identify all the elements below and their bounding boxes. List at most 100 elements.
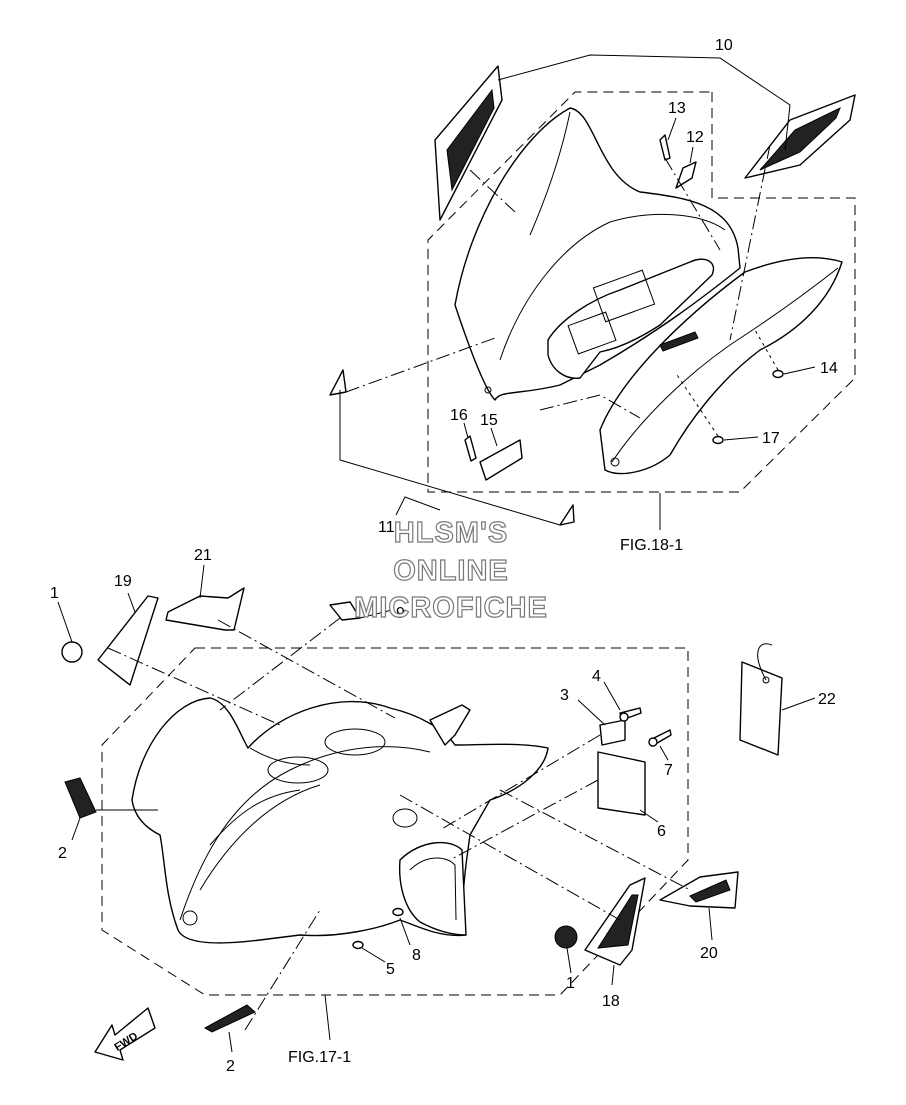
front-fender-edge — [249, 747, 311, 766]
callout-20: 20 — [700, 945, 718, 962]
watermark: HLSM'S ONLINE MICROFICHE — [354, 516, 548, 624]
leader-12 — [689, 146, 694, 164]
decal-10-left-graphic — [446, 88, 495, 192]
bolt-13-link — [664, 157, 721, 251]
side-flap — [429, 704, 471, 746]
headlight-right — [324, 728, 386, 756]
decal-21 — [165, 587, 245, 631]
leader-17 — [723, 436, 759, 441]
leader-15 — [490, 427, 498, 447]
leader-14 — [783, 366, 816, 375]
callout-12: 12 — [686, 129, 704, 146]
decal-10-right-link — [729, 144, 771, 341]
decal-21-link — [217, 619, 396, 719]
decal-19 — [97, 595, 159, 686]
rear-group-boundary — [427, 91, 856, 493]
callout-2-bottom: 2 — [226, 1058, 235, 1075]
leader-18 — [611, 964, 615, 986]
leader-1-top — [57, 601, 73, 643]
reflector-2-left — [64, 777, 97, 819]
tag-22 — [739, 661, 783, 756]
callout-6: 6 — [657, 823, 666, 840]
washer-17-link — [674, 371, 719, 437]
reflector-2-bottom — [203, 1004, 256, 1033]
callout-3: 3 — [560, 687, 569, 704]
wheel-arch-inner — [409, 857, 457, 921]
front-group-boundary — [101, 647, 689, 996]
trim-11-right — [559, 504, 575, 526]
bolt-4-head — [619, 712, 629, 722]
tag-22-string — [757, 643, 773, 681]
callout-19: 19 — [114, 573, 132, 590]
callout-labels: 10 13 12 14 17 16 15 11 FIG.18-1 21 19 1… — [50, 37, 838, 1075]
washer-5 — [352, 940, 364, 950]
callout-2-left: 2 — [58, 845, 67, 862]
trim-11-left — [329, 369, 347, 396]
washer-8 — [392, 907, 404, 917]
leader-7 — [659, 745, 669, 761]
storage-box-inner — [567, 311, 617, 355]
leader-2-bottom — [228, 1031, 233, 1053]
decal-18-link — [399, 794, 621, 921]
decal-9-link — [219, 617, 341, 711]
callout-14: 14 — [820, 360, 838, 377]
leader-19 — [127, 592, 136, 613]
decal-19-link — [107, 647, 281, 726]
fwd-arrow-shape — [94, 1007, 156, 1061]
callout-10: 10 — [715, 37, 733, 54]
leader-16 — [463, 422, 469, 439]
callout-9: 9 — [396, 605, 405, 622]
leader-10 — [497, 54, 791, 151]
trim-11-outline — [339, 390, 561, 526]
wheel-arch — [398, 841, 467, 936]
tag-22-hole — [762, 676, 770, 684]
trim-11-link-a — [345, 337, 496, 393]
leader-13 — [667, 117, 677, 141]
leader-3 — [577, 699, 606, 726]
washer-17 — [712, 435, 724, 445]
front-opening — [392, 808, 418, 828]
watermark-line-1: HLSM'S — [394, 517, 508, 549]
leader-9 — [359, 609, 393, 619]
callout-16: 16 — [450, 407, 468, 424]
front-fender-crease-2 — [199, 784, 321, 891]
sticker-12 — [675, 161, 697, 189]
callout-18: 18 — [602, 993, 620, 1010]
trim-11-link-b — [539, 394, 641, 419]
rear-fender-upper-shell — [454, 107, 741, 401]
leader-21 — [199, 564, 205, 599]
front-fender-crease-1 — [179, 746, 431, 921]
decal-18-graphic — [597, 894, 639, 949]
callout-15: 15 — [480, 412, 498, 429]
rear-fender-group — [329, 54, 856, 530]
rear-fender-hole — [610, 457, 620, 467]
leader-11 — [395, 496, 441, 516]
sticker-15 — [479, 439, 523, 481]
decal-20-graphic — [689, 879, 731, 903]
front-fender-badge — [182, 910, 198, 926]
rear-fender-side — [599, 256, 843, 475]
fig-label-front: FIG.17-1 — [288, 1049, 351, 1066]
rear-fender-hole-2 — [484, 386, 492, 394]
bracket-6 — [597, 751, 646, 816]
washer-14 — [772, 369, 784, 379]
emblem-1-top — [61, 641, 83, 663]
watermark-line-2: ONLINE — [393, 555, 509, 587]
watermark-line-3: MICROFICHE — [354, 592, 548, 624]
callout-13: 13 — [668, 100, 686, 117]
plate-3-link — [439, 734, 601, 831]
headlight-left — [267, 756, 329, 784]
leader-22 — [781, 697, 816, 711]
decal-10-right-graphic — [759, 106, 841, 171]
callout-1-top: 1 — [50, 585, 59, 602]
decal-20 — [659, 871, 739, 909]
leader-4 — [603, 681, 621, 711]
fig-label-rear: FIG.18-1 — [620, 537, 683, 554]
callout-17: 17 — [762, 430, 780, 447]
front-fender-group — [57, 564, 816, 1061]
leader-fig17 — [324, 994, 331, 1041]
front-fender-body — [131, 697, 549, 944]
washer-14-link — [754, 329, 779, 371]
leader-1-bottom — [566, 947, 572, 974]
